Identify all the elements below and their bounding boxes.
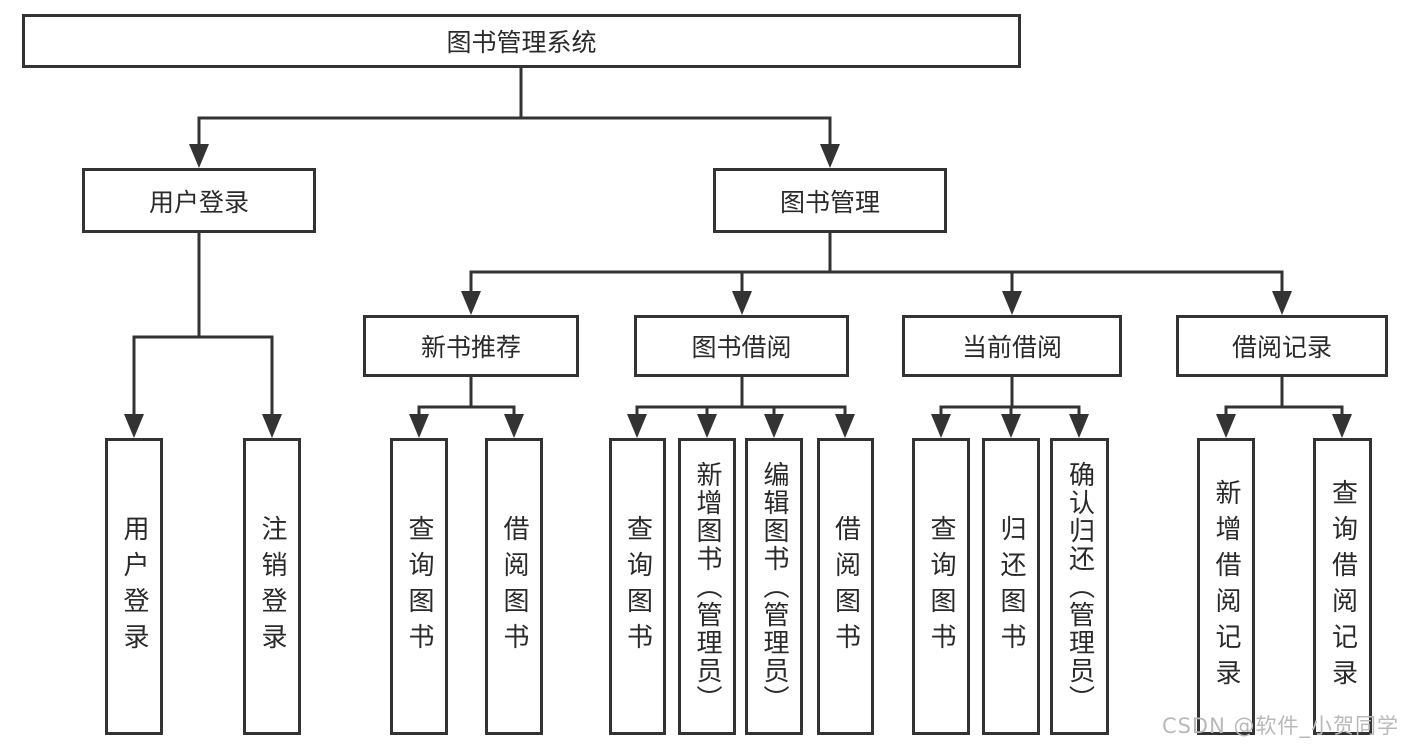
leaf-confirm-return-admin: 确认归还（管理员） — [1050, 438, 1109, 735]
leaf-add-borrow-record: 新增借阅记录 — [1197, 438, 1255, 735]
leaf-logout: 注销登录 — [243, 438, 301, 735]
node-new-book-recommend: 新书推荐 — [363, 315, 579, 377]
node-borrowing-records: 借阅记录 — [1176, 315, 1388, 377]
node-current-borrowing: 当前借阅 — [902, 315, 1122, 377]
leaf-query-books-borrowing: 查询图书 — [609, 438, 666, 735]
leaf-query-books-current: 查询图书 — [912, 438, 970, 735]
leaf-add-books-admin: 新增图书（管理员） — [678, 438, 736, 735]
leaf-edit-books-admin: 编辑图书（管理员） — [745, 438, 803, 735]
leaf-borrow-books: 借阅图书 — [817, 438, 874, 735]
leaf-query-borrow-record: 查询借阅记录 — [1313, 438, 1372, 735]
leaf-return-books: 归还图书 — [982, 438, 1040, 735]
leaf-user-login: 用户登录 — [105, 438, 163, 735]
node-book-management: 图书管理 — [713, 168, 947, 233]
csdn-watermark: CSDN @软件_小贺同学 — [1161, 714, 1399, 738]
node-book-borrowing: 图书借阅 — [634, 315, 849, 377]
node-library-management-system: 图书管理系统 — [22, 14, 1021, 68]
leaf-borrow-books-recommend: 借阅图书 — [485, 438, 543, 735]
leaf-query-books-recommend: 查询图书 — [390, 438, 448, 735]
connector-arrowheads — [124, 144, 1352, 438]
node-user-login: 用户登录 — [82, 168, 316, 233]
